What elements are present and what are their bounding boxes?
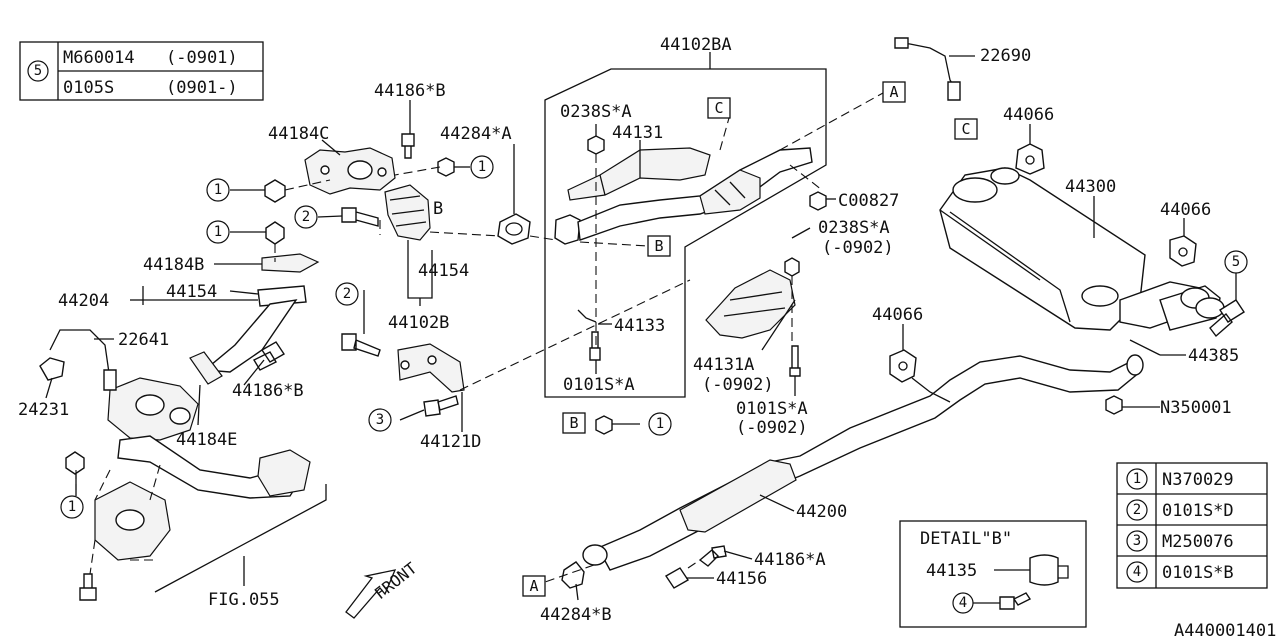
part-label: 22690 [980,46,1031,66]
part-label: 44300 [1065,177,1116,197]
callout-1: 1 [478,159,486,175]
front-exhaust-manifold [39,133,531,601]
diagram-id: A440001401 [1174,621,1276,640]
part-label: 44186*A [754,550,826,570]
legend-part: M660014 [63,48,135,68]
part-label: 0101S*A [563,375,635,395]
callout-2: 2 [343,286,351,302]
legend-part: M250076 [1162,532,1234,552]
part-label: 44284*B [540,605,612,625]
clamp-part [1029,554,1059,586]
letter-callouts: A C C B B A B [433,81,978,597]
legend-range: (-0901) [166,48,238,68]
callout-1: 1 [214,182,222,198]
part-label: 44133 [614,316,665,336]
part-label: 44066 [1003,105,1054,125]
legend-key: 2 [1133,502,1141,518]
part-label: 0238S*A [560,102,632,122]
part-label: 44121D [420,432,481,452]
legend-range: (0901-) [166,78,238,98]
callout-1: 1 [68,499,76,515]
part-labels: 22690 44186*B 44184C 44284*A 0238S*A 441… [18,46,1276,640]
detail-ref-B: B [433,199,443,219]
sensor-22690 [894,37,961,101]
callout-2: 2 [302,209,310,225]
dashed-guides [75,92,884,583]
legend-part: 0101S*D [1162,501,1234,521]
part-label: 44102B [388,313,449,333]
bolt-part [999,592,1032,610]
callout-1: 1 [214,224,222,240]
heat-shield-44131A [705,257,801,377]
detail-title: DETAIL"B" [920,529,1012,549]
center-pipe-44200 [561,349,1144,589]
legend-key: 1 [1133,471,1141,487]
part-label: 44154 [418,261,469,281]
part-label: 44131A [693,355,754,375]
callout-A: A [529,577,538,595]
part-label: 44131 [612,123,663,143]
callout-4: 4 [959,595,967,611]
legend-part: 0105S [63,78,114,98]
center-catalyst-pipe [554,135,827,361]
part-label: 0101S*A [736,399,808,419]
part-label: 44204 [58,291,109,311]
front-arrow: FRONT [345,558,421,619]
assembly-box-44102BA: 44102BA [544,35,827,398]
legend-key-5: 5 [34,63,42,79]
detail-part: 44135 [926,561,977,581]
callout-3: 3 [376,412,384,428]
part-label: 44200 [796,502,847,522]
rear-muffler-44300 [939,143,1245,356]
detail-b-box: DETAIL"B" 44135 4 [899,520,1087,628]
legend-key-circle [27,60,49,82]
front-label: FRONT [371,558,421,603]
part-label: N350001 [1160,398,1232,418]
part-label: 44385 [1188,346,1239,366]
callout-C: C [961,120,970,138]
top-legend: 5 M660014 (-0901) 0105S (0901-) [19,41,264,101]
part-label: (-0902) [702,375,774,395]
part-label: 44184C [268,124,329,144]
callout-5: 5 [1232,254,1240,270]
part-label: 24231 [18,400,69,420]
part-label: (-0902) [822,238,894,258]
legend-key: 3 [1133,533,1141,549]
part-label: 44184E [176,430,237,450]
legend-key: 4 [1133,564,1141,580]
part-label: (-0902) [736,418,808,438]
part-label: 44186*B [232,381,304,401]
number-callouts: 1 1 2 1 2 3 1 1 5 [60,155,1248,519]
callout-1: 1 [656,416,664,432]
callout-A: A [889,83,898,101]
legend-part: 0101S*B [1162,563,1234,583]
part-label: 44066 [1160,200,1211,220]
part-label: 0238S*A [818,218,890,238]
callout-B: B [569,414,578,432]
part-label: 22641 [118,330,169,350]
legend-part: N370029 [1162,470,1234,490]
part-label: 44156 [716,569,767,589]
part-label: 44184B [143,255,204,275]
figure-reference: FIG.055 [208,590,280,610]
part-label: C00827 [838,191,899,211]
bottom-legend: 1 2 3 4 N370029 0101S*D M250076 0101S*B [1116,462,1268,589]
part-label: 44154 [166,282,217,302]
part-label: 44066 [872,305,923,325]
callout-C: C [714,99,723,117]
part-label: 44186*B [374,81,446,101]
part-label: 44284*A [440,124,512,144]
callout-B: B [654,237,663,255]
leader-lines [45,55,1237,601]
part-label: 44102BA [660,35,732,55]
